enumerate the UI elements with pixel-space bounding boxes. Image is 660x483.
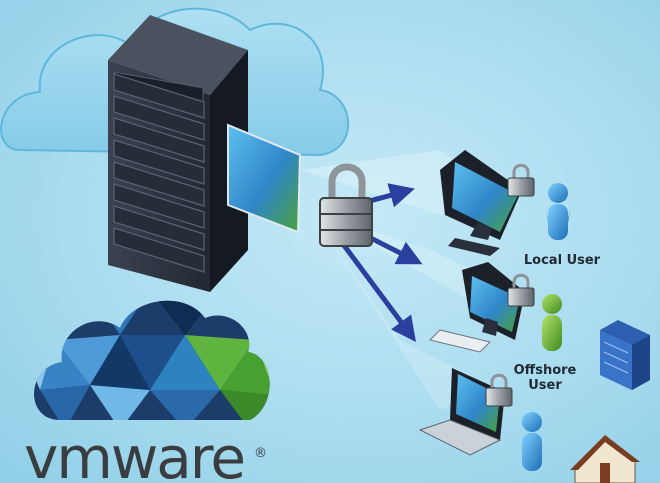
padlock-icon <box>507 163 535 197</box>
server-rack-icon <box>108 15 248 292</box>
padlock-icon <box>485 373 513 407</box>
registered-mark: ® <box>254 446 267 461</box>
building-icon <box>600 320 650 390</box>
padlock-icon <box>507 273 535 307</box>
vmware-logo-icon <box>33 300 270 420</box>
local-user-label: Local User <box>523 253 601 268</box>
monitor-icon <box>227 123 302 234</box>
padlock-icon <box>319 163 373 247</box>
vmware-wordmark: vmware <box>24 424 246 483</box>
laptop-icon <box>418 368 513 456</box>
monitor-icon <box>440 150 535 256</box>
house-icon <box>570 435 640 483</box>
user-icon <box>546 183 570 240</box>
offshore-user-label: Offshore User <box>513 363 577 393</box>
monitor-icon <box>429 262 535 353</box>
user-icon <box>522 412 542 471</box>
user-icon <box>542 294 562 351</box>
